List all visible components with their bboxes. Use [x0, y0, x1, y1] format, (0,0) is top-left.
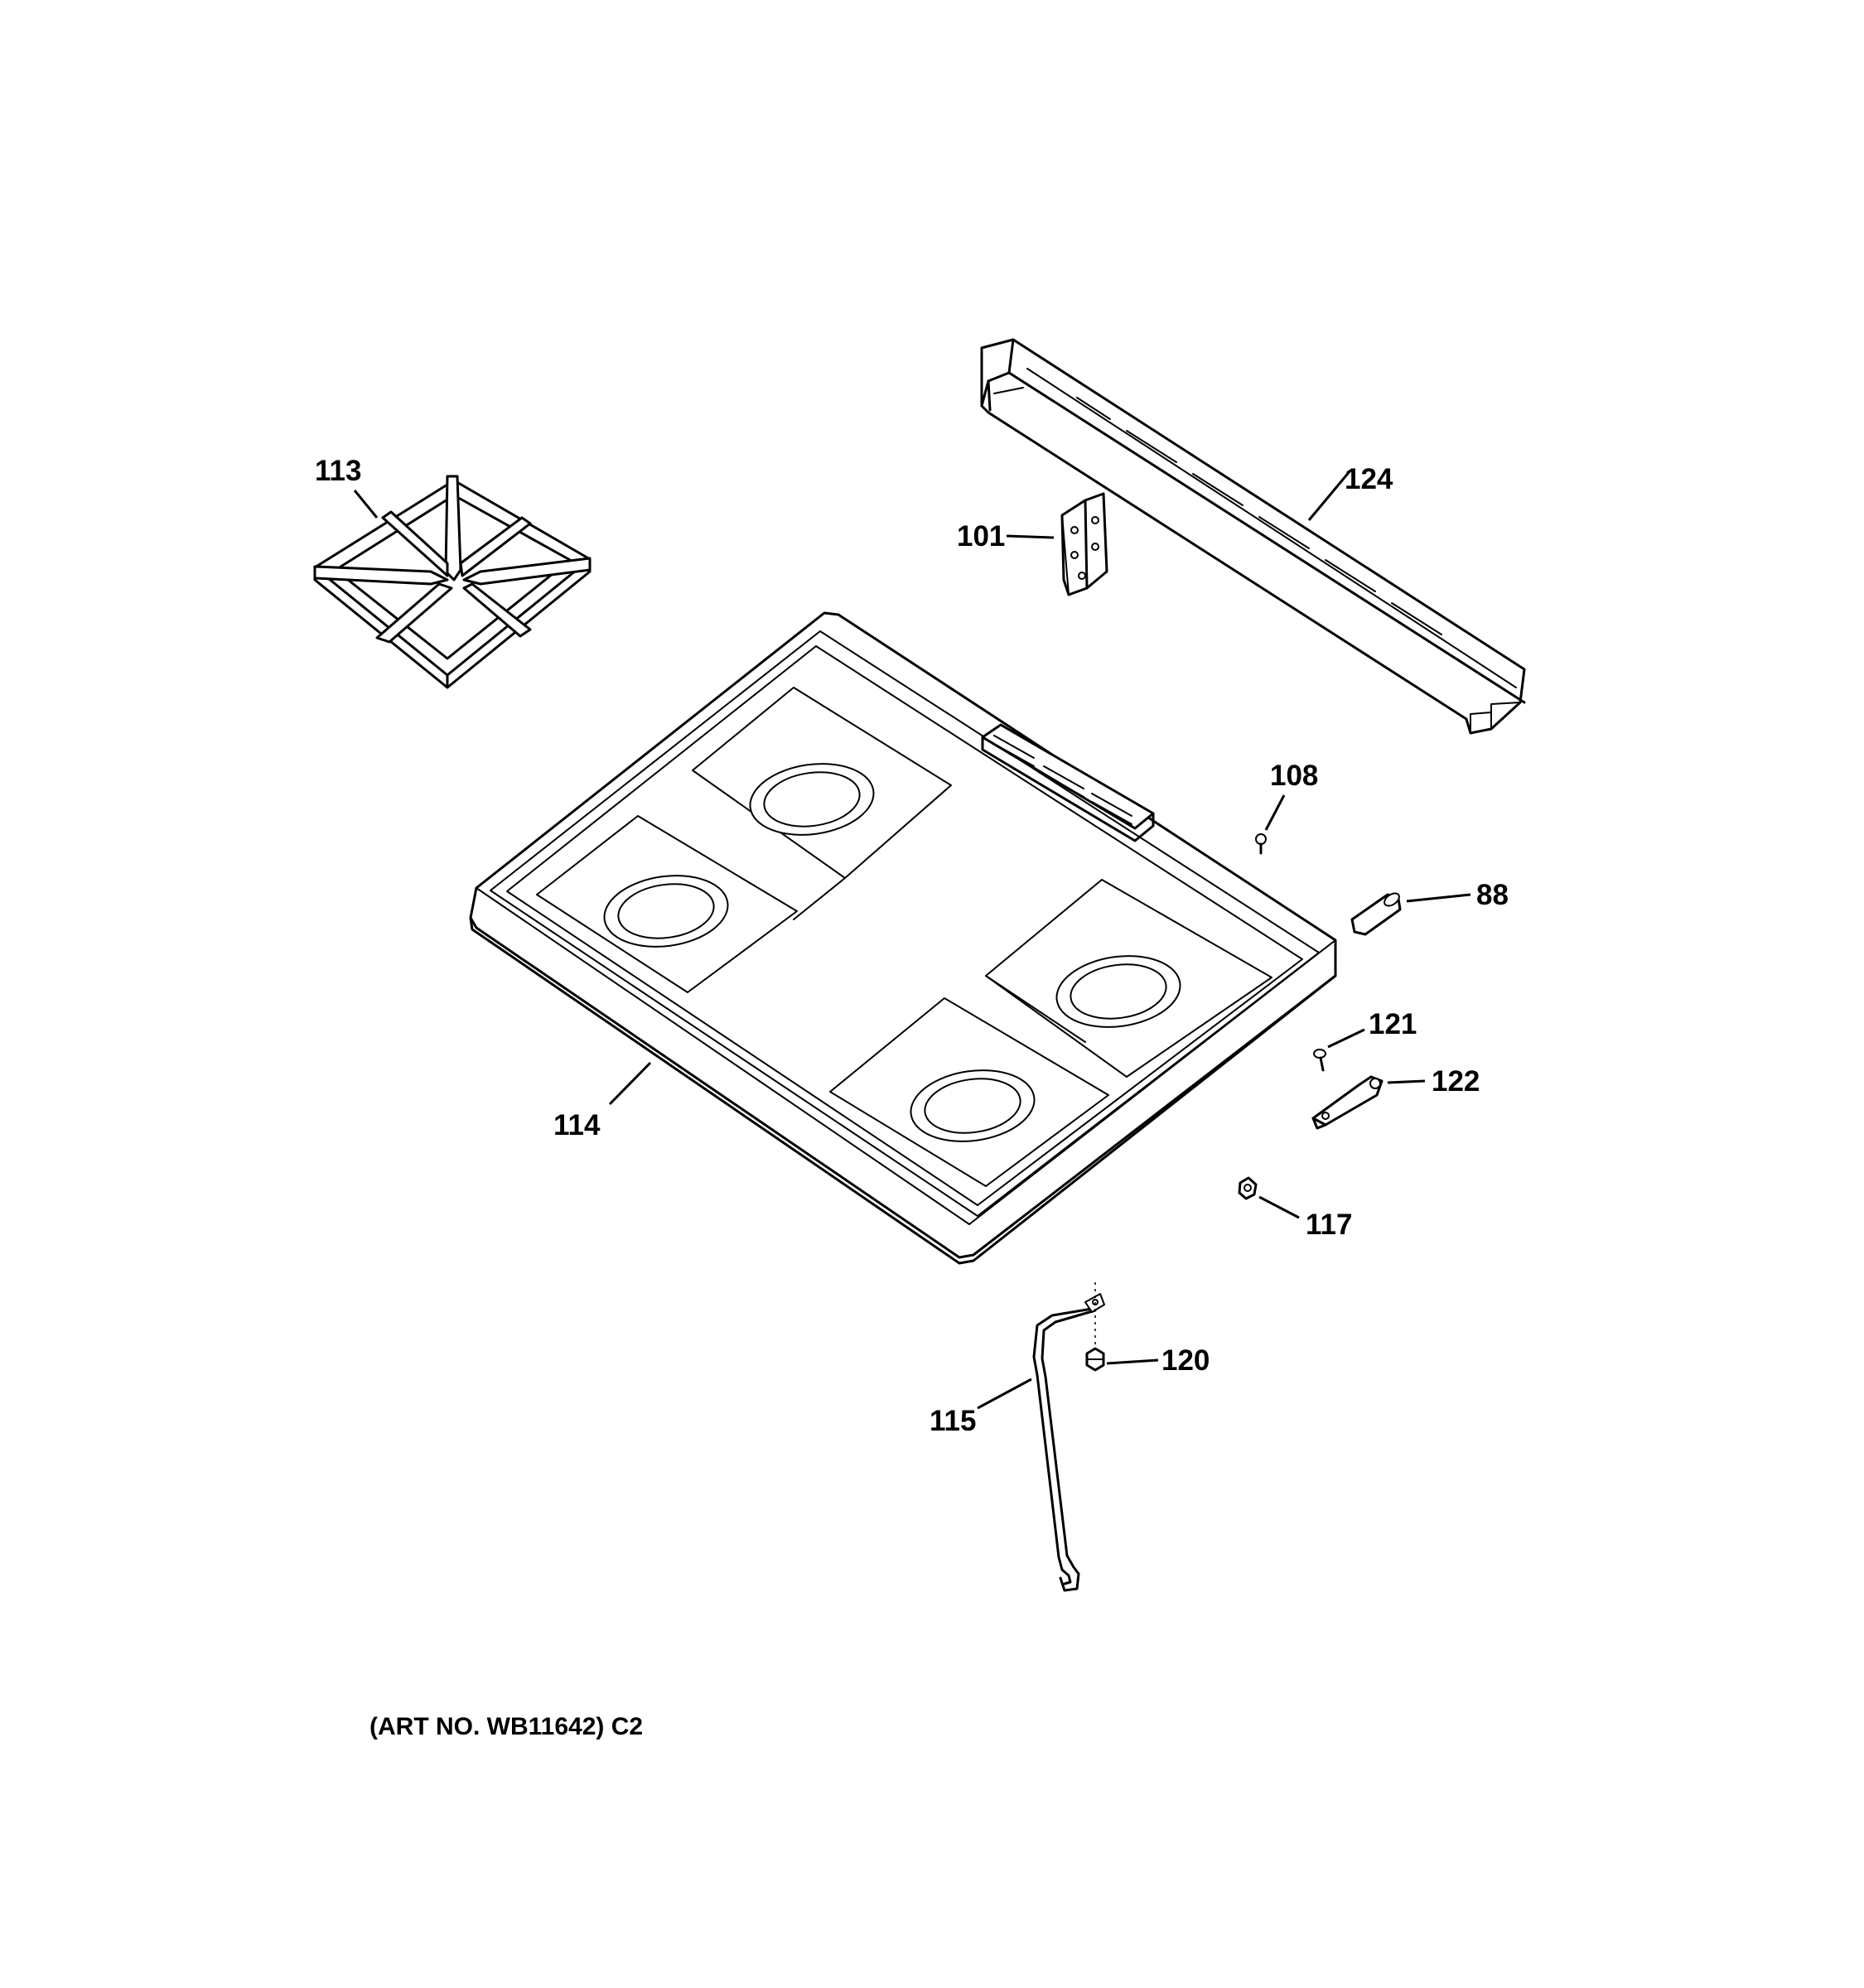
art-number-caption: (ART NO. WB11642) C2	[369, 1713, 644, 1740]
part-121-screw[interactable]	[1313, 1049, 1326, 1072]
part-113-burner-grate[interactable]	[313, 475, 592, 689]
part-114-cooktop[interactable]	[469, 611, 1337, 1265]
part-122-clip[interactable]	[1311, 1075, 1384, 1130]
part-number-121: 121	[1369, 1008, 1417, 1040]
part-115-support-rod[interactable]	[1032, 1293, 1105, 1592]
part-number-88: 88	[1476, 879, 1509, 911]
part-number-124: 124	[1345, 463, 1393, 495]
part-number-117: 117	[1306, 1209, 1352, 1241]
part-88-hinge-pin[interactable]	[1350, 890, 1402, 936]
part-117-nut[interactable]	[1238, 1176, 1258, 1200]
part-number-120: 120	[1161, 1344, 1210, 1377]
part-124-trim-bar[interactable]	[980, 338, 1526, 735]
part-number-115: 115	[930, 1405, 976, 1437]
part-108-screw[interactable]	[1255, 833, 1267, 855]
part-number-108: 108	[1270, 760, 1318, 792]
part-number-122: 122	[1432, 1065, 1480, 1098]
part-number-114: 114	[553, 1109, 601, 1141]
part-number-113: 113	[315, 455, 361, 487]
part-120-nut[interactable]	[1085, 1347, 1105, 1372]
part-number-101: 101	[957, 520, 1005, 552]
part-101-bracket[interactable]	[1060, 492, 1108, 596]
